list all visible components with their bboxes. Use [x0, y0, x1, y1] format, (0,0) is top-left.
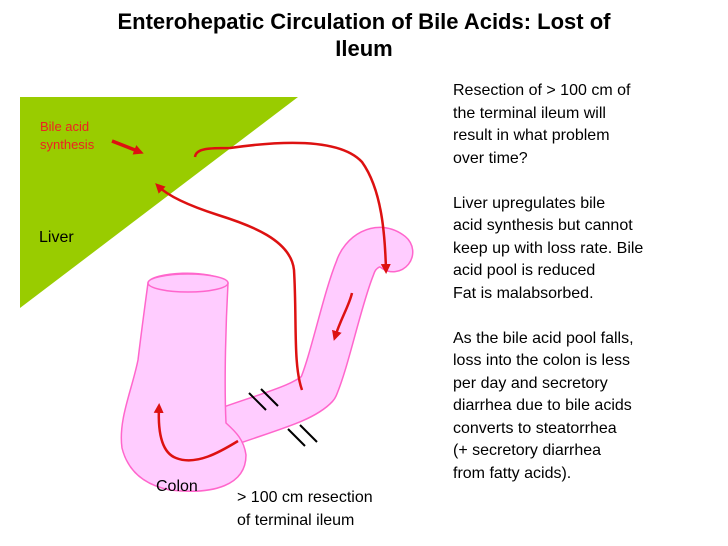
- answer-line: acid synthesis but cannot: [453, 217, 633, 234]
- colon-label: Colon: [156, 478, 198, 495]
- resection-label-line-1: > 100 cm resection: [237, 489, 373, 506]
- question-line: the terminal ileum will: [453, 104, 606, 122]
- resection-label: > 100 cm resection of terminal ileum: [237, 486, 373, 532]
- resection-mark: [248, 392, 267, 411]
- bile-acid-label-1: Bile acid: [40, 119, 89, 134]
- title-line-2: Ileum: [335, 36, 393, 61]
- resection-mark: [260, 388, 279, 407]
- resection-mark: [299, 424, 318, 443]
- ileum-fill: [213, 228, 412, 444]
- resection-mark: [287, 428, 306, 447]
- answer-line: Fat is malabsorbed.: [453, 284, 594, 302]
- answer-line: acid pool is reduced: [453, 262, 596, 279]
- answer-line: Liver upregulates bile: [453, 194, 606, 212]
- consequence-line: converts to steatorrhea: [453, 419, 617, 437]
- question-line: result in what problem: [453, 127, 610, 144]
- consequence-line: (+ secretory diarrhea: [453, 442, 602, 459]
- arrow-liver-to-ileum: [193, 141, 391, 274]
- page-title: Enterohepatic Circulation of Bile Acids:…: [20, 8, 708, 62]
- question-paragraph: Resection of > 100 cm of the terminal il…: [453, 80, 723, 170]
- answer-line: keep up with loss rate. Bile: [453, 239, 644, 257]
- arrow-colon: [153, 403, 239, 462]
- arrow-ileum-flow: [332, 292, 354, 341]
- consequence-line: diarrhea due to bile acids: [453, 397, 632, 414]
- resection-label-line-2: of terminal ileum: [237, 512, 355, 529]
- consequence-line: As the bile acid pool falls,: [453, 329, 634, 347]
- liver-label: Liver: [39, 229, 74, 246]
- consequence-line: loss into the colon is less: [453, 352, 630, 369]
- arrow-reabsorption: [155, 183, 304, 391]
- consequence-line: from fatty acids).: [453, 464, 572, 482]
- consequence-line: per day and secretory: [453, 374, 608, 392]
- colon-top-opening: [147, 273, 229, 293]
- liver-shape: [20, 97, 298, 308]
- title-line-1: Enterohepatic Circulation of Bile Acids:…: [117, 9, 611, 34]
- question-line: Resection of > 100 cm of: [453, 82, 631, 99]
- answer-paragraph: Liver upregulates bile acid synthesis bu…: [453, 193, 723, 306]
- bile-acid-label-2: synthesis: [40, 137, 95, 152]
- colon-shape: [120, 272, 247, 492]
- consequence-paragraph: As the bile acid pool falls, loss into t…: [453, 328, 723, 486]
- arrow-synthesis: [111, 139, 144, 155]
- explanation-panel: Resection of > 100 cm of the terminal il…: [453, 80, 723, 508]
- question-line: over time?: [453, 149, 528, 167]
